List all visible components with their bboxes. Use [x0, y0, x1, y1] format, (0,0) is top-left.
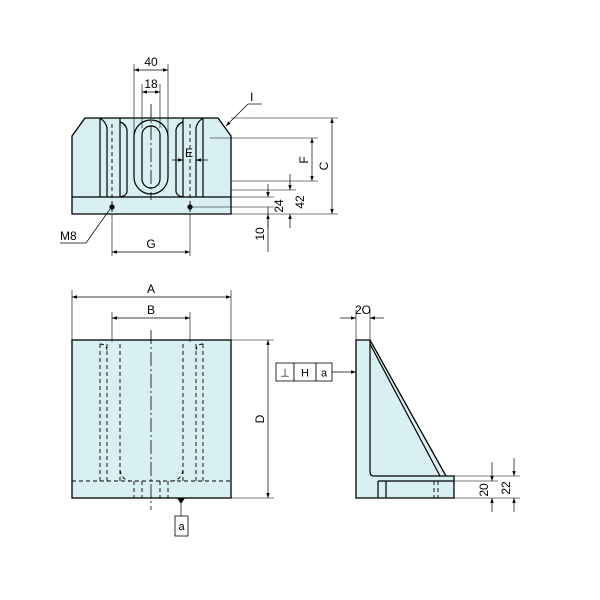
dim-E-label: E — [185, 146, 193, 160]
top-view-body — [71, 117, 232, 215]
dim-F-label: F — [297, 156, 311, 163]
dim-D-label: D — [253, 414, 267, 423]
slot-fillet — [175, 121, 184, 198]
side-view: 2O ⊥ H a 20 22 — [275, 303, 520, 512]
dim-A-label: A — [147, 282, 155, 296]
datum-triangle-icon — [177, 498, 185, 504]
datum-a-label: a — [178, 521, 185, 533]
dim-18-label: 18 — [144, 77, 158, 91]
tolerance-frame: ⊥ H a — [275, 362, 356, 382]
top-view: 40 18 E I C F 42 24 — [60, 55, 338, 256]
front-view: A B D a — [71, 282, 274, 537]
dim-G-label: G — [146, 237, 155, 251]
dim-22-label: 22 — [499, 481, 513, 495]
thread-hole — [187, 204, 193, 210]
dim-C-label: C — [317, 161, 331, 170]
dim-42-label: 42 — [293, 195, 307, 209]
leader-I-label: I — [250, 90, 253, 104]
slot-fillet — [119, 121, 128, 198]
dim-10-label: 10 — [253, 227, 267, 241]
front-view-body — [71, 339, 232, 499]
dim-24-label: 24 — [272, 199, 286, 213]
dim-20-top-label: 2O — [355, 303, 371, 317]
tolerance-value: H — [301, 368, 309, 380]
thread-M8-label: M8 — [60, 229, 77, 243]
perpendicularity-icon: ⊥ — [280, 368, 290, 380]
tolerance-datum: a — [321, 368, 328, 380]
rib-fillet — [99, 117, 108, 197]
dim-B-label: B — [147, 303, 155, 317]
datum-box — [174, 515, 189, 537]
thread-hole — [109, 204, 115, 210]
dim-40-label: 40 — [144, 55, 158, 69]
dim-20-bottom-label: 20 — [477, 483, 491, 497]
rib-fillet — [195, 117, 204, 197]
